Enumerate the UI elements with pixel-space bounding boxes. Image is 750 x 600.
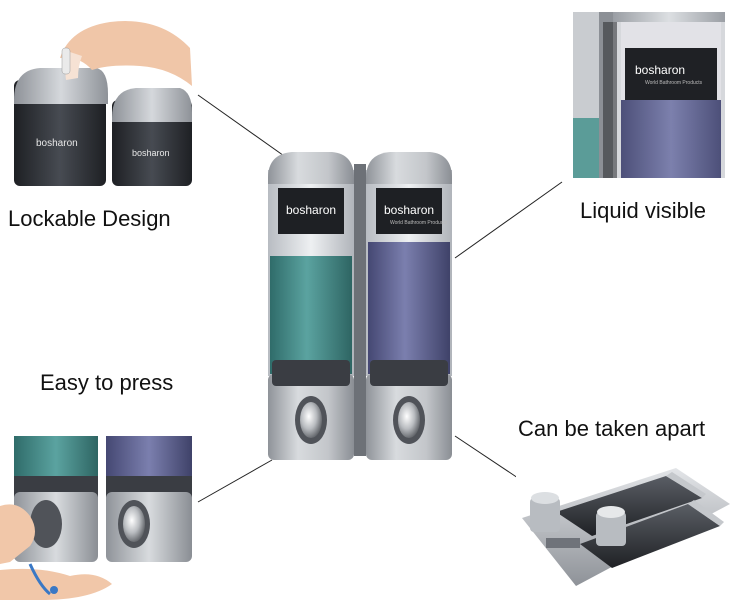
taken-apart-photo (516, 458, 736, 590)
main-dispenser-photo: bosharon bosharon World Bathroom Product… (262, 148, 458, 464)
lockable-detail-photo: bosharon bosharon (0, 8, 192, 186)
callout-line-press (197, 459, 273, 503)
brand-logo-left: bosharon (286, 203, 336, 217)
brand-tagline-center: World Bathroom Products (390, 220, 448, 226)
easy-press-photo (0, 436, 194, 600)
callout-line-apart (454, 435, 519, 479)
brand-logo-right: bosharon (384, 203, 434, 217)
caption-lockable-design: Lockable Design (8, 206, 171, 231)
svg-text:bosharon: bosharon (132, 148, 170, 158)
liquid-visible-photo: bosharon World Bathroom Products (573, 12, 725, 178)
callout-line-liquid (454, 181, 563, 259)
svg-text:bosharon: bosharon (36, 138, 78, 149)
caption-liquid-visible: Liquid visible (580, 198, 706, 223)
caption-easy-to-press: Easy to press (40, 370, 174, 395)
callout-line-lockable (197, 94, 288, 159)
brand-logo-liquid: bosharon (635, 63, 685, 77)
caption-can-be-taken-apart: Can be taken apart (518, 416, 706, 441)
brand-tagline-liquid: World Bathroom Products (645, 80, 703, 86)
